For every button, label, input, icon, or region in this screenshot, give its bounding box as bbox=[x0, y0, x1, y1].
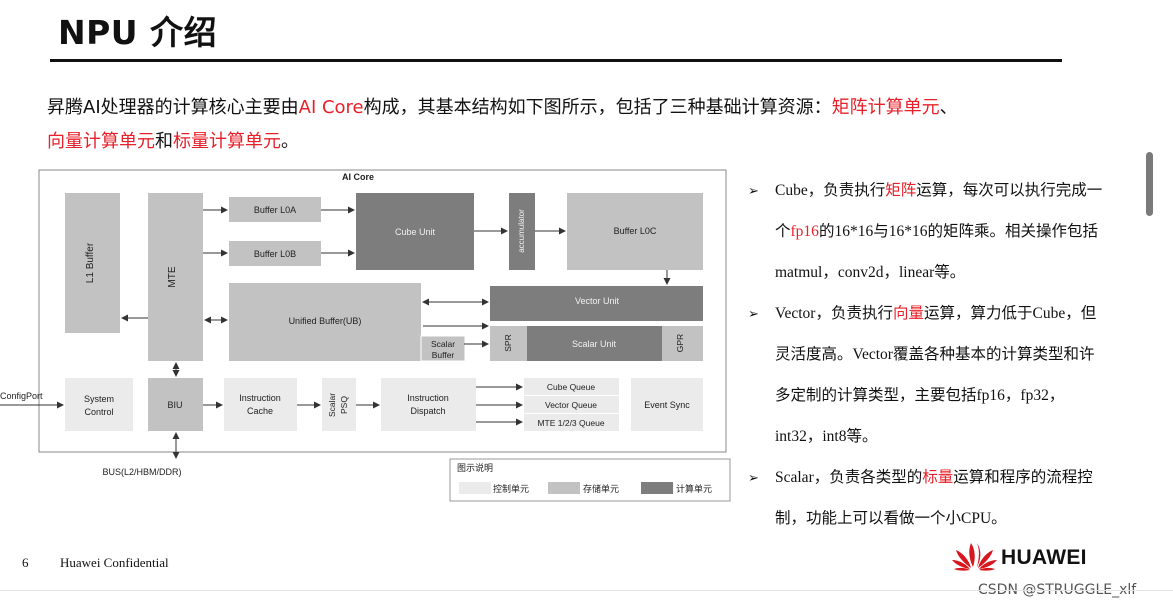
l1-buffer-label: L1 Buffer bbox=[85, 242, 96, 283]
system-control-block bbox=[65, 378, 133, 431]
event-sync-block bbox=[631, 378, 703, 431]
scalar-unit-label: Scalar Unit bbox=[572, 339, 617, 349]
biu-label: BIU bbox=[167, 400, 182, 410]
config-port-label: ConfigPort bbox=[0, 391, 43, 401]
scalar-buffer-label: Buffer bbox=[432, 350, 455, 360]
legend-swatch-control bbox=[459, 482, 491, 494]
cube-unit-label: Cube Unit bbox=[395, 227, 436, 237]
intro-text: 昇腾AI处理器的计算核心主要由 bbox=[47, 97, 299, 118]
system-control-label: System bbox=[84, 394, 114, 404]
mte-block bbox=[148, 193, 203, 361]
scalar-bullet: ➢ Scalar，负责各类型的标量运算和程序的流程控制，功能上可以看做一个小CP… bbox=[748, 457, 1108, 539]
unified-buffer-block bbox=[229, 283, 421, 361]
accumulator-label: accumulator bbox=[517, 209, 526, 253]
instruction-cache-label: Cache bbox=[247, 406, 273, 416]
instruction-dispatch-block bbox=[381, 378, 476, 431]
ai-core-title: AI Core bbox=[342, 172, 374, 182]
intro-highlight: 矩阵计算单元 bbox=[831, 97, 940, 118]
spr-block bbox=[490, 326, 527, 361]
vector-queue-label: Vector Queue bbox=[545, 400, 597, 410]
unified-buffer-label: Unified Buffer(UB) bbox=[289, 316, 362, 326]
mte-queue-block bbox=[524, 414, 619, 431]
title-divider bbox=[50, 59, 1062, 62]
intro-highlight: AI Core bbox=[298, 97, 364, 118]
gpr-label: GPR bbox=[675, 334, 685, 352]
spr-label: SPR bbox=[503, 334, 513, 351]
scalar-psq-label: PSQ bbox=[339, 396, 349, 414]
cube-bullet: ➢ Cube，负责执行矩阵运算，每次可以执行完成一个fp16的16*16与16*… bbox=[748, 170, 1108, 293]
legend-title: 图示说明 bbox=[457, 462, 493, 473]
instruction-dispatch-label: Dispatch bbox=[410, 406, 445, 416]
intro-text: 。 bbox=[281, 131, 299, 152]
scalar-psq-label: Scalar bbox=[327, 393, 337, 417]
legend-storage-label: 存储单元 bbox=[583, 483, 619, 494]
vector-unit-label: Vector Unit bbox=[575, 296, 620, 306]
ai-core-diagram: AI Core L1 Buffer MTE Buffer L0A Buffer … bbox=[0, 169, 731, 502]
scalar-psq-block bbox=[322, 378, 356, 431]
bullet-text: Cube，负责执行 bbox=[775, 182, 886, 199]
vertical-scrollbar[interactable] bbox=[1146, 152, 1153, 216]
legend-control-label: 控制单元 bbox=[493, 483, 529, 494]
buffer-l0b-block bbox=[229, 241, 321, 266]
slide-title: NPU 介绍 bbox=[58, 13, 218, 52]
buffer-l0a-label: Buffer L0A bbox=[254, 205, 296, 215]
intro-text: 和 bbox=[155, 131, 173, 152]
buffer-l0c-block bbox=[567, 193, 703, 270]
legend-compute-label: 计算单元 bbox=[676, 483, 712, 494]
mte-label: MTE bbox=[167, 266, 178, 287]
cube-unit-block bbox=[356, 193, 474, 270]
buffer-l0b-label: Buffer L0B bbox=[254, 249, 296, 259]
huawei-brand-text: HUAWEI bbox=[1001, 546, 1087, 569]
bullet-highlight: 标量 bbox=[922, 469, 954, 486]
event-sync-label: Event Sync bbox=[644, 400, 690, 410]
bus-label: BUS(L2/HBM/DDR) bbox=[102, 467, 181, 477]
buffer-l0a-block bbox=[229, 197, 321, 222]
bullet-text: 运算和程序的流程控制，功能上可以看做一个小CPU。 bbox=[775, 469, 1093, 527]
feature-bullets: ➢ Cube，负责执行矩阵运算，每次可以执行完成一个fp16的16*16与16*… bbox=[748, 170, 1108, 539]
legend-swatch-compute bbox=[641, 482, 673, 494]
bullet-highlight: 矩阵 bbox=[885, 182, 917, 199]
accumulator-block bbox=[509, 193, 535, 270]
scalar-unit-block bbox=[527, 326, 662, 361]
huawei-logo-icon bbox=[952, 543, 997, 571]
mte-queue-label: MTE 1/2/3 Queue bbox=[537, 418, 604, 428]
confidential-label: Huawei Confidential bbox=[60, 555, 169, 570]
vector-bullet: ➢ Vector，负责执行向量运算，算力低于Cube，但灵活度高。Vector覆… bbox=[748, 293, 1108, 457]
cube-queue-block bbox=[524, 378, 619, 395]
arrow-bullet-icon: ➢ bbox=[748, 470, 759, 485]
page-number: 6 bbox=[22, 555, 29, 570]
scalar-buffer-block bbox=[420, 335, 466, 362]
instruction-dispatch-label: Instruction bbox=[407, 393, 449, 403]
intro-text: 、 bbox=[939, 97, 958, 118]
system-control-label: Control bbox=[84, 407, 113, 417]
bullet-text: Vector，负责执行 bbox=[775, 305, 893, 322]
bullet-text: 运算，算力低于Cube，但灵活度高。Vector覆盖各种基本的计算类型和许多定制… bbox=[775, 305, 1097, 445]
bullet-text: Scalar，负责各类型的 bbox=[775, 469, 923, 486]
intro-highlight: 向量计算单元 bbox=[47, 131, 155, 152]
arrow-bullet-icon: ➢ bbox=[748, 306, 759, 321]
instruction-cache-label: Instruction bbox=[239, 393, 281, 403]
instruction-cache-block bbox=[224, 378, 297, 431]
vector-unit-block bbox=[490, 286, 703, 321]
biu-block bbox=[148, 378, 203, 431]
intro-paragraph: 昇腾AI处理器的计算核心主要由AI Core构成，其基本结构如下图所示，包括了三… bbox=[47, 91, 1137, 159]
arrow-bullet-icon: ➢ bbox=[748, 183, 759, 198]
intro-highlight: 标量计算单元 bbox=[173, 131, 281, 152]
bullet-text: 运算，每次可以执行完成一个 bbox=[775, 182, 1103, 240]
l1-buffer-block bbox=[65, 193, 120, 333]
bullet-highlight: 向量 bbox=[892, 305, 924, 322]
intro-text: 构成，其基本结构如下图所示，包括了三种基础计算资源： bbox=[363, 97, 832, 118]
diagram-legend: 图示说明 控制单元 存储单元 计算单元 bbox=[449, 458, 731, 502]
bottom-divider bbox=[0, 590, 1173, 591]
buffer-l0c-label: Buffer L0C bbox=[614, 226, 657, 236]
legend-swatch-storage bbox=[548, 482, 580, 494]
scalar-buffer-label: Scalar bbox=[431, 339, 455, 349]
bullet-highlight: fp16 bbox=[790, 223, 819, 240]
dataflow-arrows bbox=[0, 206, 671, 459]
bullet-text: 的16*16与16*16的矩阵乘。相关操作包括matmul，conv2d，lin… bbox=[775, 223, 1098, 281]
vector-queue-block bbox=[524, 396, 619, 413]
cube-queue-label: Cube Queue bbox=[547, 382, 595, 392]
gpr-block bbox=[662, 326, 703, 361]
